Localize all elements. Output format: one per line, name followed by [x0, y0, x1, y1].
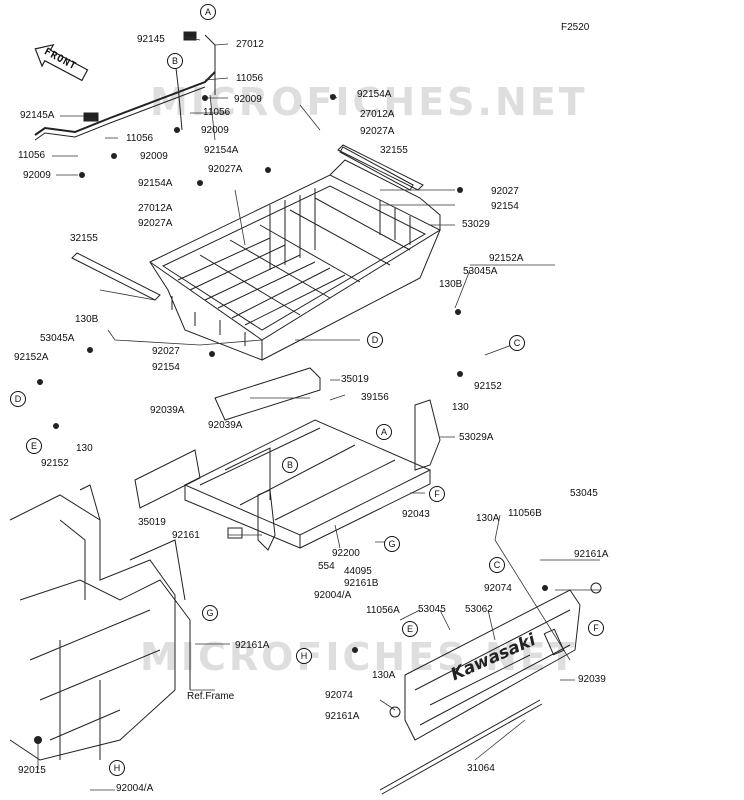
callout-marker: B [282, 457, 298, 473]
part-label: 35019 [138, 517, 166, 528]
part-label: 11056A [366, 605, 400, 616]
part-label: 53045 [418, 604, 446, 615]
part-label: 92027A [360, 126, 395, 137]
side-panel [257, 399, 441, 551]
part-label: 92039 [578, 674, 606, 685]
part-label: 11056B [508, 508, 542, 519]
part-label: 92074 [325, 690, 353, 701]
part-label: 92154A [357, 89, 392, 100]
callout-marker: H [296, 648, 312, 664]
part-label: 11056 [18, 150, 46, 161]
part-label: 92152 [474, 381, 502, 392]
callout-marker: G [202, 605, 218, 621]
part-label: 92004/A [314, 590, 352, 601]
under-frame [183, 419, 432, 549]
callout-marker: B [167, 53, 183, 69]
part-label: 92043 [402, 509, 430, 520]
part-label: 11056 [126, 133, 154, 144]
rail-strips [71, 144, 424, 301]
part-label: 130 [452, 402, 469, 413]
part-label: 92161B [344, 578, 379, 589]
part-label: 92152 [41, 458, 69, 469]
part-label: 32155 [380, 145, 408, 156]
part-label: 53045A [463, 266, 498, 277]
part-label: 27012A [138, 203, 173, 214]
tailgate-rod [379, 699, 543, 795]
watermark-top: MICROFICHES.NET [150, 80, 588, 124]
front-arrow-icon [34, 43, 89, 82]
part-label: 32155 [70, 233, 98, 244]
part-label: 92004/A [116, 783, 154, 794]
part-label: 53029 [462, 219, 490, 230]
part-label: 92200 [332, 548, 360, 559]
part-label: 53029A [459, 432, 494, 443]
hardware-parts [34, 94, 602, 744]
part-label: 35019 [341, 374, 369, 385]
part-label: 130A [372, 670, 396, 681]
part-label: 53045 [570, 488, 598, 499]
part-label: 27012A [360, 109, 395, 120]
part-label: 92154 [152, 362, 180, 373]
callout-marker: C [509, 335, 525, 351]
part-label: 92152A [14, 352, 49, 363]
part-label: 92027A [208, 164, 243, 175]
part-label: 44095 [344, 566, 372, 577]
part-label: 130B [439, 279, 463, 290]
callout-marker: D [367, 332, 383, 348]
callout-marker: F [429, 486, 445, 502]
leader-lines [37, 36, 600, 791]
part-label: 92009 [140, 151, 168, 162]
callout-marker: G [384, 536, 400, 552]
figure-code: F2520 [561, 22, 590, 33]
part-label: 92161 [172, 530, 200, 541]
chassis-frame [9, 484, 191, 761]
part-label: 53045A [40, 333, 75, 344]
callout-marker: E [26, 438, 42, 454]
cargo-bed [149, 146, 442, 361]
ref-frame-label: Ref.Frame [187, 691, 235, 702]
front-label: FRONT [42, 46, 79, 73]
part-label: 92039A [208, 420, 243, 431]
part-label: 92009 [23, 170, 51, 181]
watermark-bottom: MICROFICHES.NET [140, 635, 578, 679]
callout-marker: C [489, 557, 505, 573]
part-label: 27012 [236, 39, 264, 50]
part-label: 92145A [20, 110, 55, 121]
part-label: 92039A [150, 405, 185, 416]
part-label: 130A [476, 513, 500, 524]
part-label: 92015 [18, 765, 46, 776]
part-label: 39156 [361, 392, 389, 403]
callout-marker: E [402, 621, 418, 637]
part-label: 554 [318, 561, 335, 572]
part-label: 130 [76, 443, 93, 454]
part-label: 92009 [201, 125, 229, 136]
deflector-plates [134, 367, 321, 509]
part-label: 92074 [484, 583, 512, 594]
callout-marker: A [200, 4, 216, 20]
part-label: 92009 [234, 94, 262, 105]
part-label: 92027 [491, 186, 519, 197]
part-label: 11056 [203, 107, 231, 118]
callout-marker: A [376, 424, 392, 440]
part-label: 92152A [489, 253, 524, 264]
part-label: 92027A [138, 218, 173, 229]
part-label: 92154A [204, 145, 239, 156]
part-label: 11056 [236, 73, 264, 84]
part-label: 31064 [467, 763, 495, 774]
part-label: 92145 [137, 34, 165, 45]
part-label: 92161A [235, 640, 270, 651]
part-label: 92161A [325, 711, 360, 722]
part-label: 92154A [138, 178, 173, 189]
part-label: 130B [75, 314, 99, 325]
part-label: 53062 [465, 604, 493, 615]
part-label: 92027 [152, 346, 180, 357]
part-label: 92161A [574, 549, 609, 560]
part-label: 92154 [491, 201, 519, 212]
callout-marker: H [109, 760, 125, 776]
callout-marker: F [588, 620, 604, 636]
callout-marker: D [10, 391, 26, 407]
